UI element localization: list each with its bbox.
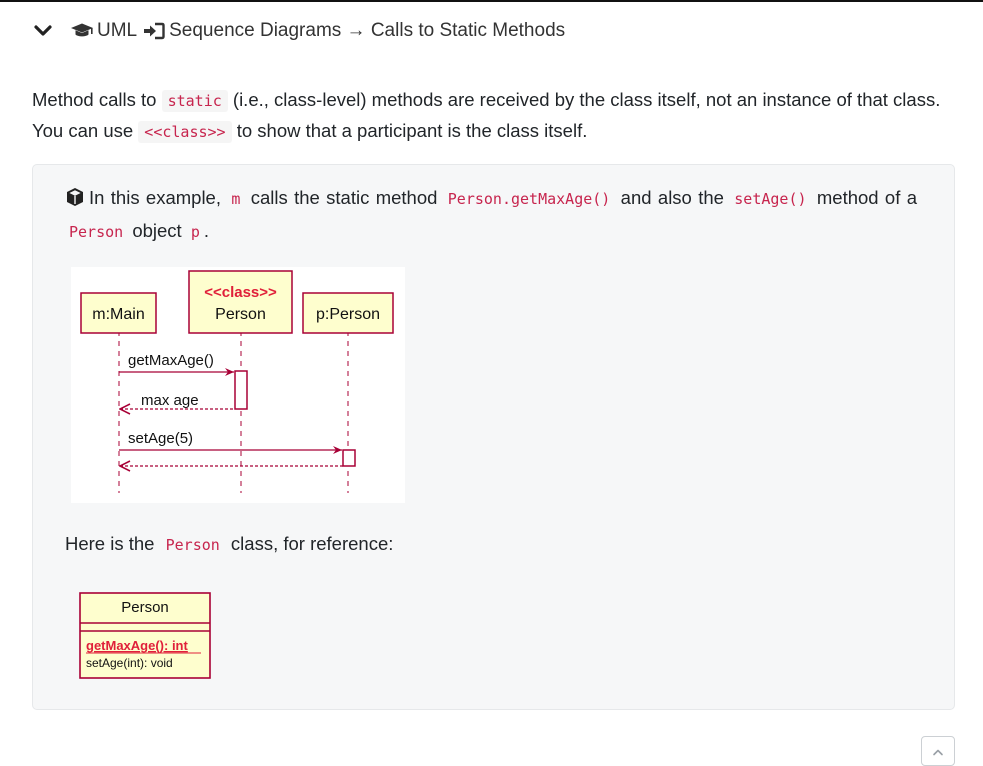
participant-main-label: m:Main <box>92 306 144 323</box>
intro-paragraph: Method calls to static (i.e., class-leve… <box>32 85 957 147</box>
example-text-3: and also the <box>614 187 731 208</box>
example-text-5: object <box>127 220 187 241</box>
participant-main-box <box>80 292 157 334</box>
example-text-1: In this example, <box>89 187 228 208</box>
example-text-6: . <box>203 220 210 241</box>
cube-icon <box>65 186 85 216</box>
activation-person-class <box>234 370 248 410</box>
example-card: In this example, m calls the static meth… <box>32 164 955 710</box>
class-method-getmaxage: getMaxAge(): int <box>86 638 189 653</box>
section-header: UML Sequence Diagrams → Calls to Static … <box>32 16 565 46</box>
code-m: m <box>231 190 241 208</box>
sequence-diagram: m:Main <<class>> Person p:Person getMaxA… <box>71 267 405 503</box>
chevron-up-icon <box>932 743 944 761</box>
class-name: Person <box>121 599 169 616</box>
code-setage: setAge() <box>734 190 807 208</box>
code-person-ref: Person <box>165 536 220 554</box>
participant-person-object-label: p:Person <box>316 306 380 323</box>
scroll-to-top-button[interactable] <box>921 736 955 766</box>
intro-text-2: (i.e., class-level) methods are received… <box>32 89 941 141</box>
class-diagram-person: Person getMaxAge(): int setAge(int): voi… <box>79 592 213 680</box>
example-paragraph: In this example, m calls the static meth… <box>65 183 917 247</box>
code-person-getmaxage: Person.getMaxAge() <box>447 190 611 208</box>
example-text-2: calls the static method <box>244 187 444 208</box>
message-getmaxage-label: getMaxAge() <box>128 352 214 369</box>
class-box <box>79 592 211 679</box>
reference-paragraph: Here is the Person class, for reference: <box>65 529 393 560</box>
code-class-stereotype: <<class>> <box>138 121 232 143</box>
code-static: static <box>161 90 228 112</box>
top-border <box>0 0 983 2</box>
intro-text-3: to show that a participant is the class … <box>231 120 588 141</box>
graduation-cap-icon <box>70 22 94 40</box>
sign-in-icon <box>143 22 165 40</box>
message-max-age-label: max age <box>141 392 199 409</box>
chevron-down-icon[interactable] <box>32 24 54 38</box>
breadcrumb-uml: UML <box>97 20 138 41</box>
participant-person-class-box <box>188 270 293 334</box>
breadcrumb-title: Sequence Diagrams → Calls to Static Meth… <box>169 20 566 41</box>
participant-person-object-box <box>302 292 394 334</box>
code-p: p <box>190 223 200 241</box>
participant-person-class-label: Person <box>215 306 266 323</box>
example-text-4: method of a <box>810 187 917 208</box>
code-person: Person <box>69 223 124 241</box>
reference-text-1: Here is the <box>65 533 160 554</box>
reference-text-2: class, for reference: <box>225 533 394 554</box>
activation-person-object <box>342 449 356 467</box>
class-method-setage: setAge(int): void <box>86 656 173 670</box>
message-setage-label: setAge(5) <box>128 430 193 447</box>
intro-text-1: Method calls to <box>32 89 162 110</box>
stereotype-label: <<class>> <box>204 284 277 301</box>
